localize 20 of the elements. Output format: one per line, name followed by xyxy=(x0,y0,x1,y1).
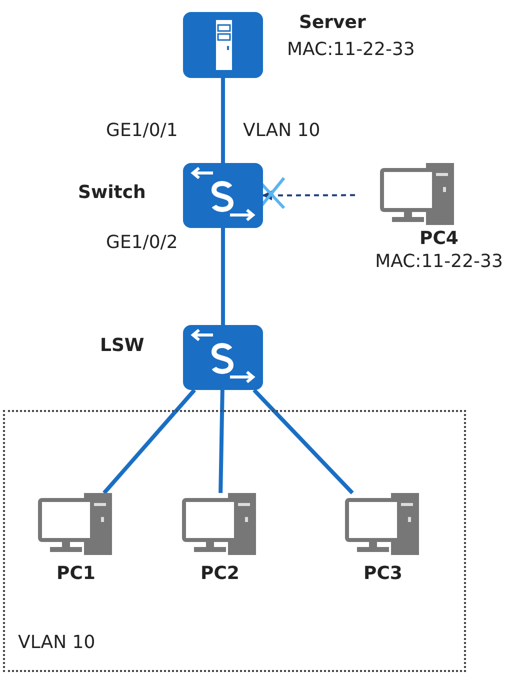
mac-address: MAC:11-22-33 xyxy=(287,39,415,60)
link-line xyxy=(221,78,225,163)
device-name: PC3 xyxy=(364,563,402,584)
device-name: PC1 xyxy=(56,563,96,584)
link-line xyxy=(252,388,354,494)
device-name: Switch xyxy=(78,182,146,203)
device-name: PC4 xyxy=(420,228,458,249)
dashed-arrow xyxy=(262,190,355,200)
device-name: Server xyxy=(299,12,367,33)
port-label: GE1/0/1 xyxy=(106,120,178,141)
mac-address: MAC:11-22-33 xyxy=(375,251,503,272)
group-label: VLAN 10 xyxy=(18,632,96,653)
port-label: GE1/0/2 xyxy=(106,232,178,253)
port-label: VLAN 10 xyxy=(243,120,320,141)
link-line xyxy=(218,390,224,494)
link-line xyxy=(102,388,196,494)
link-line xyxy=(221,228,225,325)
vlan-group-box xyxy=(3,410,466,672)
device-name: PC2 xyxy=(200,563,240,584)
device-name: LSW xyxy=(100,335,144,356)
